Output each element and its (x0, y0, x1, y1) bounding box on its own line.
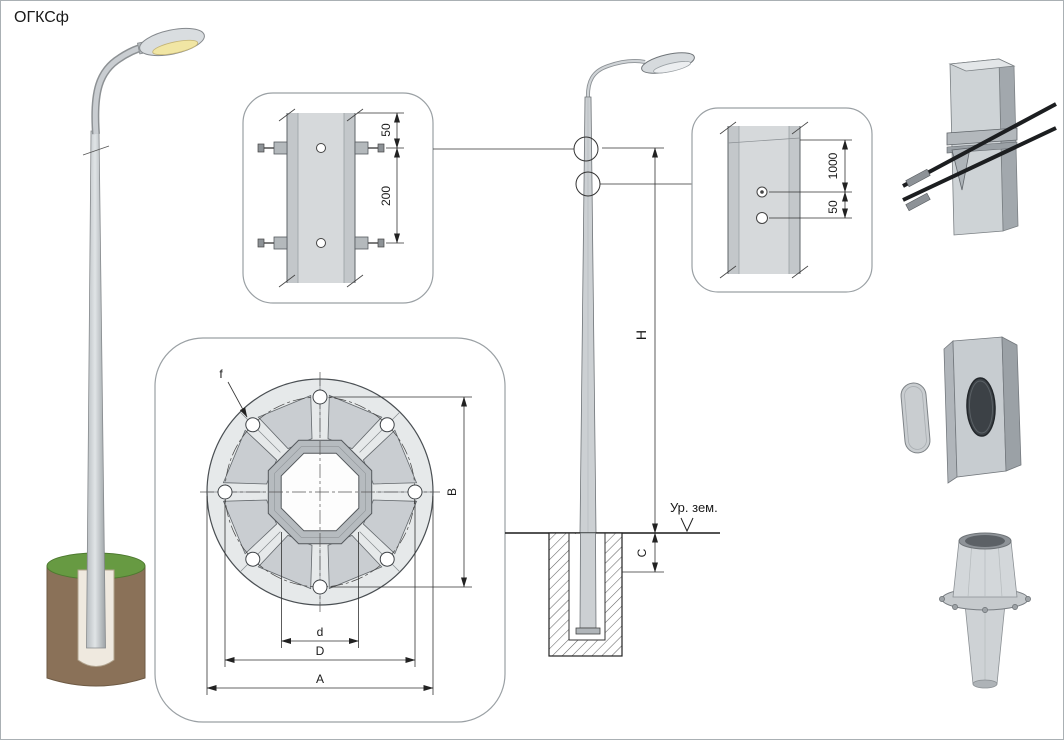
cable-ferrule (905, 168, 931, 188)
pole-strip-edge (344, 113, 355, 283)
pole-shaft (86, 130, 106, 649)
pole-strip-edge (728, 126, 739, 274)
dimension-lines (357, 112, 404, 244)
arm (586, 59, 646, 101)
dim-label-50: 50 (826, 200, 840, 214)
lamp-arm (92, 43, 150, 135)
dim-label-50: 50 (379, 123, 393, 137)
dim-label-200: 200 (379, 186, 393, 206)
label-B: B (445, 488, 459, 496)
page-title: ОГКСф (14, 9, 69, 26)
pole-base-plate (575, 627, 601, 635)
dim-dDA (206, 496, 434, 695)
ground-level-symbol (680, 517, 694, 533)
hand-hole-cover (900, 382, 931, 454)
luminaire (137, 27, 205, 57)
label-D: D (316, 644, 325, 658)
sleeve-outline (568, 533, 606, 641)
dimension-lines (769, 139, 852, 219)
detail-callout-holes: 1000 50 (691, 107, 873, 293)
bolt-row-upper (257, 141, 385, 155)
pole-embedded (579, 532, 597, 629)
dim-H (602, 147, 664, 534)
centerlines (200, 372, 440, 612)
bolt-holes (217, 389, 423, 595)
label-f: f (219, 367, 223, 381)
wiring-hole-center (760, 190, 764, 194)
suspension-clamp-render (902, 58, 1057, 236)
pole-elevation: Ур. зем. H C (505, 52, 720, 657)
bolt-row-lower (257, 236, 385, 250)
label-A: A (316, 672, 324, 686)
flange-bolts (939, 596, 1031, 613)
f-leader (227, 381, 248, 418)
base-insert-render (939, 532, 1031, 689)
cable (902, 126, 1057, 202)
detail-callout-clamp: 50 200 (242, 92, 574, 304)
label-H: H (633, 330, 649, 340)
hand-hole-render (900, 336, 1022, 484)
pole-strip-edge (789, 126, 800, 274)
pole-tube-bevel (274, 446, 366, 538)
ground-level-label: Ур. зем. (670, 500, 718, 515)
break-marks (719, 121, 809, 279)
break-line (727, 137, 801, 144)
arm-outline (585, 59, 646, 101)
luminaire-lens (152, 39, 199, 56)
break-marks (278, 108, 364, 288)
cable-ferrule (905, 192, 931, 212)
insert-top-opening (965, 535, 1005, 547)
pole-strip (728, 126, 800, 274)
pole-strip-edge (287, 113, 298, 283)
detail-marker-upper (573, 136, 599, 162)
dim-label-1000: 1000 (826, 152, 840, 179)
pole-3d-render (46, 27, 205, 687)
dim-B (330, 396, 472, 588)
pole-break-mark (82, 145, 110, 156)
luminaire-elevation (641, 52, 695, 74)
dim-C (622, 532, 664, 573)
wiring-hole-lower (756, 212, 768, 224)
flange-callout: f B d D A (154, 337, 506, 723)
label-d: d (317, 625, 324, 639)
hand-hole-opening (966, 377, 996, 437)
label-C: C (635, 548, 649, 557)
